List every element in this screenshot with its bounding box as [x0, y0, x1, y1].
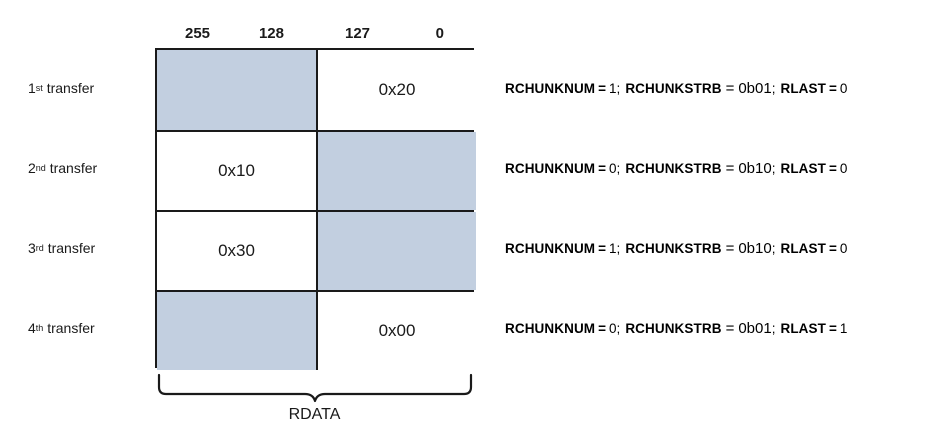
separator: ; [616, 320, 621, 336]
bit-label-0: 0 [435, 25, 444, 42]
cell-value: 0x20 [378, 80, 416, 99]
data-cell-lower-half [316, 132, 476, 210]
signal-name-rlast: RLAST [780, 80, 826, 96]
equals-sign: = [828, 160, 837, 176]
separator: ; [771, 160, 776, 176]
data-cell-upper-half [157, 50, 316, 130]
signal-name-rlast: RLAST [780, 320, 826, 336]
signal-value-rchunkstrb: 0b10 [738, 159, 772, 177]
signal-value-rchunkstrb: 0b01 [738, 319, 772, 337]
signal-name-rlast: RLAST [780, 160, 826, 176]
bit-label-128: 128 [258, 25, 284, 42]
equals-sign: = [828, 320, 837, 336]
signal-annotation-transfer-1: RCHUNKNUM=1;RCHUNKSTRB=0b01;RLAST=0 [505, 48, 951, 128]
signal-name-rchunknum: RCHUNKNUM [505, 240, 596, 256]
row-label-text: transfer [47, 320, 95, 336]
equals-sign: = [725, 79, 735, 97]
bit-range-upper-half: 255 128 [155, 22, 314, 46]
separator: ; [771, 240, 776, 256]
rdata-brace-icon [157, 373, 473, 403]
equals-sign: = [725, 319, 735, 337]
separator: ; [616, 240, 621, 256]
signal-name-rchunknum: RCHUNKNUM [505, 80, 596, 96]
signal-annotation-transfer-3: RCHUNKNUM=1;RCHUNKSTRB=0b10;RLAST=0 [505, 208, 951, 288]
signal-name-rchunkstrb: RCHUNKSTRB [625, 80, 722, 96]
signal-value-rchunknum: 0 [609, 320, 617, 336]
signal-value-rchunknum: 1 [609, 240, 617, 256]
cell-value: 0x10 [218, 161, 255, 180]
row-label-text: transfer [47, 240, 96, 256]
data-cell-upper-half: 0x10 [157, 132, 316, 210]
equals-sign: = [828, 80, 837, 96]
separator: ; [616, 80, 621, 96]
data-cell-lower-half [316, 212, 476, 290]
signal-name-rlast: RLAST [780, 240, 826, 256]
signal-name-rchunkstrb: RCHUNKSTRB [625, 160, 722, 176]
data-cell-lower-half: 0x00 [316, 292, 476, 370]
row-label-text: transfer [49, 160, 98, 176]
signal-name-rchunknum: RCHUNKNUM [505, 320, 596, 336]
signal-value-rchunknum: 1 [609, 80, 617, 96]
row-ordinal-number: 3 [28, 240, 36, 256]
table-row: 0x10 [157, 130, 476, 210]
table-row: 0x30 [157, 210, 476, 290]
table-row: 0x20 [157, 50, 476, 130]
equals-sign: = [598, 320, 607, 336]
signal-value-rlast: 0 [839, 160, 848, 176]
equals-sign: = [828, 240, 837, 256]
bit-range-lower-half: 127 0 [315, 22, 474, 46]
rdata-bus-label: RDATA [288, 406, 341, 423]
equals-sign: = [725, 239, 735, 257]
signal-value-rlast: 0 [839, 80, 848, 96]
bit-label-255: 255 [185, 25, 211, 42]
signal-name-rchunknum: RCHUNKNUM [505, 160, 596, 176]
data-cell-upper-half [157, 292, 316, 370]
separator: ; [616, 160, 621, 176]
equals-sign: = [598, 240, 607, 256]
equals-sign: = [598, 80, 607, 96]
signal-value-rlast: 0 [839, 240, 848, 256]
row-ordinal-number: 2 [28, 160, 36, 176]
cell-value: 0x00 [378, 321, 416, 340]
signal-value-rchunknum: 0 [609, 160, 617, 176]
bit-label-127: 127 [345, 25, 371, 42]
data-cell-lower-half: 0x20 [316, 50, 476, 130]
signal-name-rchunkstrb: RCHUNKSTRB [625, 320, 722, 336]
separator: ; [771, 320, 776, 336]
signal-annotation-transfer-2: RCHUNKNUM=0;RCHUNKSTRB=0b10;RLAST=0 [505, 128, 951, 208]
row-ordinal-number: 1 [28, 80, 36, 96]
signal-value-rlast: 1 [839, 320, 848, 336]
cell-value: 0x30 [218, 241, 255, 260]
table-row: 0x00 [157, 290, 476, 370]
signal-value-rchunkstrb: 0b10 [738, 239, 772, 257]
separator: ; [771, 80, 776, 96]
equals-sign: = [598, 160, 607, 176]
rdata-transfer-table: 0x20 0x10 0x30 0x00 [155, 48, 476, 370]
row-label-text: transfer [46, 80, 95, 96]
bit-range-header: 255 128 127 0 [155, 22, 474, 46]
equals-sign: = [725, 159, 735, 177]
signal-value-rchunkstrb: 0b01 [738, 79, 772, 97]
row-ordinal-number: 4 [28, 320, 36, 336]
signal-name-rchunkstrb: RCHUNKSTRB [625, 240, 722, 256]
signal-annotation-transfer-4: RCHUNKNUM=0;RCHUNKSTRB=0b01;RLAST=1 [505, 288, 951, 368]
data-cell-upper-half: 0x30 [157, 212, 316, 290]
